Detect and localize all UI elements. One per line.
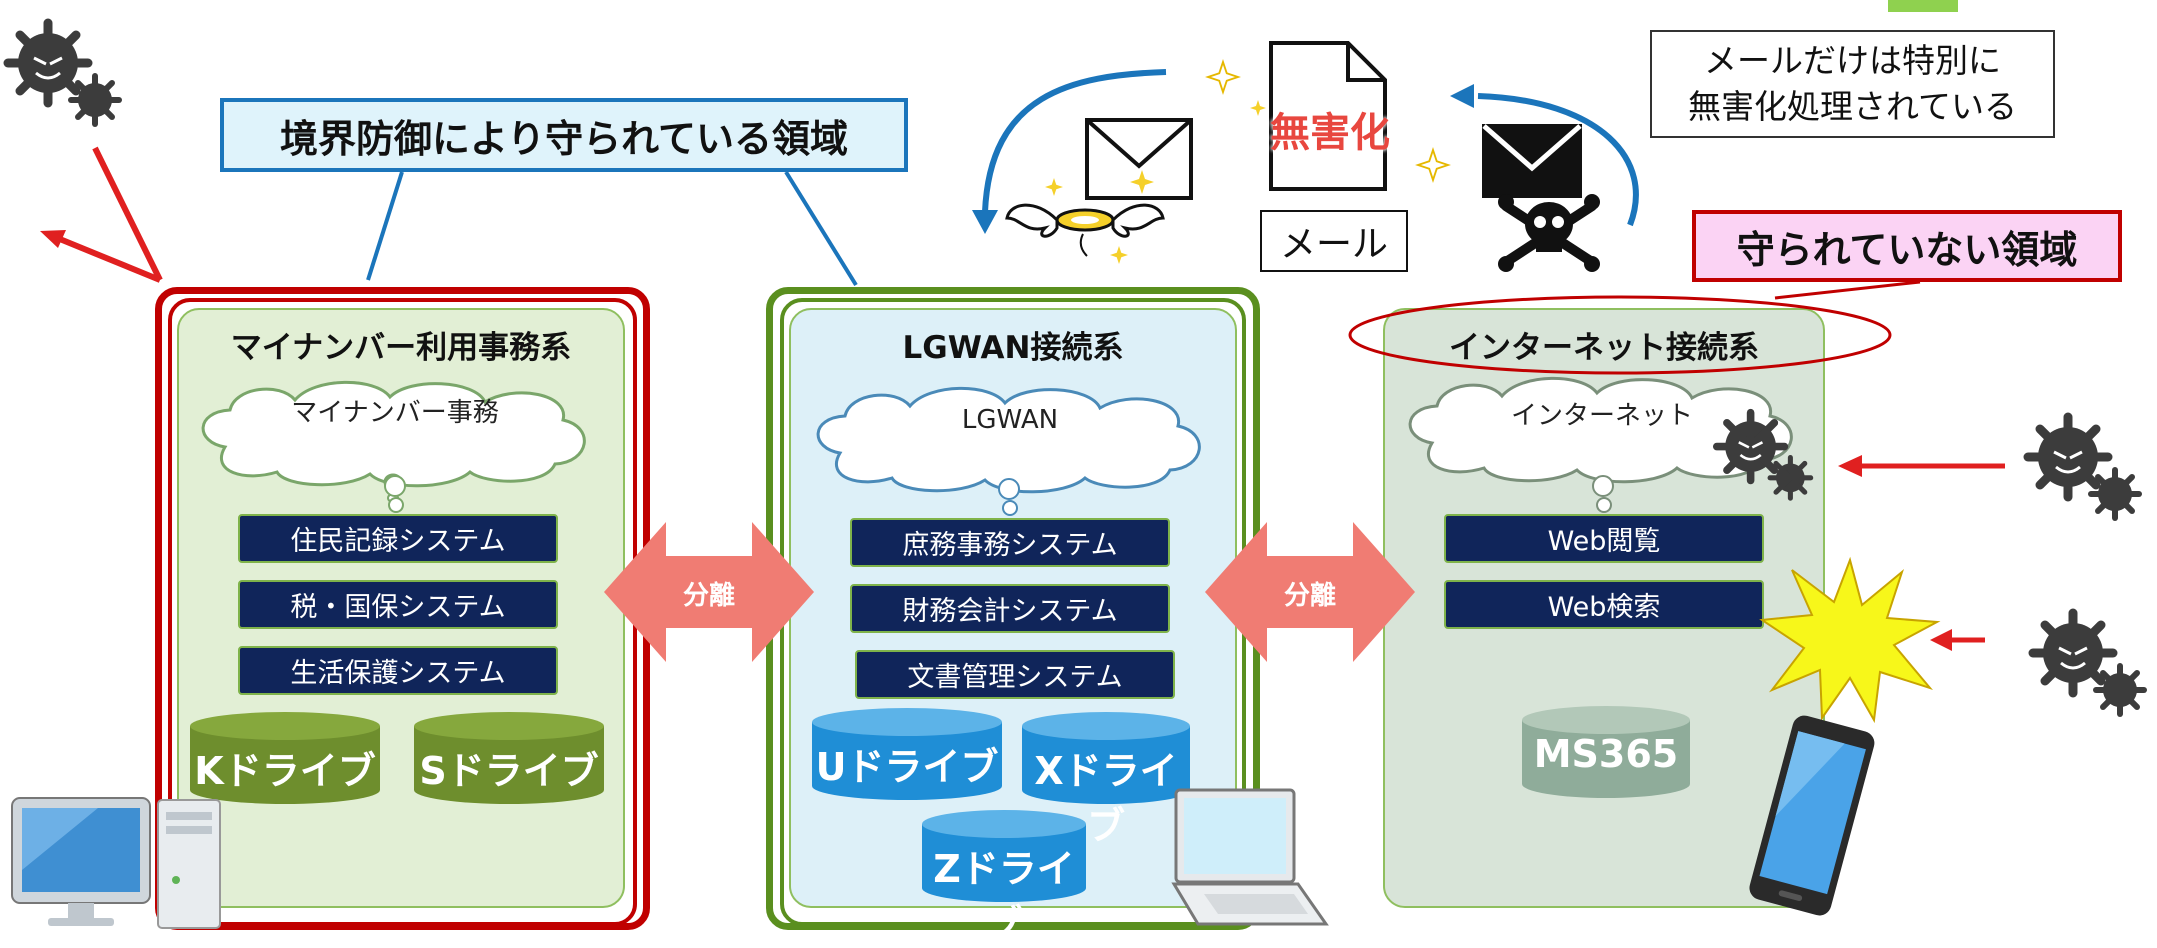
sparkle-icon	[1110, 246, 1128, 264]
protected-area-callout: 境界防御により守られている領域	[220, 98, 908, 172]
drive-label: Xドライブ	[1034, 749, 1178, 848]
separation-label: 分離	[682, 581, 735, 611]
system-box: Web閲覧	[1444, 514, 1764, 563]
unprotected-area-label: 守られていない領域	[1736, 227, 2078, 272]
blocked-attack-arrow	[40, 146, 163, 283]
drive-label: MS365	[1533, 732, 1679, 776]
computer-icon	[11, 797, 221, 929]
mail-label: メール	[1279, 224, 1388, 265]
drive-label: Kドライブ	[194, 749, 376, 793]
sparkle-icon	[1130, 170, 1154, 194]
lgwan-cloud-bubble-small	[1002, 500, 1018, 516]
corner-tab	[1888, 0, 1958, 12]
unprotected-highlight-ellipse	[1348, 280, 1921, 375]
mail-note-line2: 無害化処理されている	[1687, 87, 2017, 126]
virus-icon	[1712, 408, 1814, 501]
laptop-icon	[1171, 788, 1329, 926]
unprotected-area-callout: 守られていない領域	[1692, 210, 2122, 282]
virus-icon	[2023, 412, 2142, 521]
mail-label-box: メール	[1260, 210, 1408, 272]
lgwan-cloud-label: LGWAN	[961, 405, 1059, 435]
system-box: 庶務事務システム	[850, 518, 1170, 567]
document-icon	[1269, 41, 1387, 191]
mynumber-cloud-bubble-small	[388, 497, 404, 513]
separation-double-arrow	[1205, 522, 1415, 662]
drive-label: Uドライブ	[815, 745, 999, 789]
virus-icon	[2028, 608, 2147, 717]
mynumber-zone-title: マイナンバー利用事務系	[230, 330, 572, 366]
lgwan-cloud-icon	[816, 386, 1201, 494]
mail-note-line1: メールだけは特別に	[1704, 41, 2001, 80]
explosion-icon	[1759, 556, 1941, 724]
separation-double-arrow	[604, 522, 814, 662]
smartphone-icon	[1749, 715, 1875, 916]
drive-cylinder: Uドライブ	[812, 708, 1002, 800]
mail-note-box: メールだけは特別に 無害化処理されている	[1650, 30, 2055, 138]
drive-cylinder: Kドライブ	[190, 712, 380, 804]
mynumber-cloud-icon	[201, 380, 586, 503]
system-box: 財務会計システム	[850, 584, 1170, 633]
system-box: 住民記録システム	[238, 514, 558, 563]
drive-label: Sドライブ	[419, 749, 599, 793]
system-box: Web検索	[1444, 580, 1764, 629]
internet-cloud-label: インターネット	[1510, 401, 1693, 431]
lgwan-zone-title: LGWAN接続系	[902, 330, 1124, 366]
internet-zone-title: インターネット接続系	[1449, 330, 1759, 366]
separation-label: 分離	[1283, 581, 1336, 611]
drive-cylinder: MS365	[1522, 706, 1690, 798]
sanitize-label: 無害化	[1270, 110, 1390, 156]
sparkle-icon	[1250, 100, 1266, 116]
callout-pointer-lines	[366, 170, 858, 287]
drive-cylinder: Sドライブ	[414, 712, 604, 804]
malicious-envelope-icon	[1482, 124, 1582, 198]
mail-flow-arrows	[972, 69, 1639, 234]
attack-arrows	[1838, 455, 2005, 651]
system-box: 文書管理システム	[855, 650, 1175, 699]
system-box: 生活保護システム	[238, 646, 558, 695]
sparkle-icon	[1205, 59, 1241, 95]
angel-wings-icon	[1005, 203, 1165, 257]
system-box: 税・国保システム	[238, 580, 558, 629]
internet-cloud-icon	[1408, 376, 1793, 484]
internet-cloud-bubble-small	[1596, 497, 1612, 513]
drive-cylinder: Xドライブ	[1022, 712, 1190, 848]
mynumber-cloud-label: マイナンバー事務	[291, 398, 499, 428]
mynumber-cloud-bubble	[384, 475, 406, 497]
virus-icon	[3, 18, 122, 127]
lgwan-cloud-bubble	[998, 478, 1020, 500]
sparkle-icon	[1045, 178, 1063, 196]
protected-area-label: 境界防御により守られている領域	[279, 116, 849, 161]
sparkle-icon	[1415, 147, 1451, 183]
internet-cloud-bubble	[1592, 475, 1614, 497]
skull-icon	[1498, 194, 1600, 272]
